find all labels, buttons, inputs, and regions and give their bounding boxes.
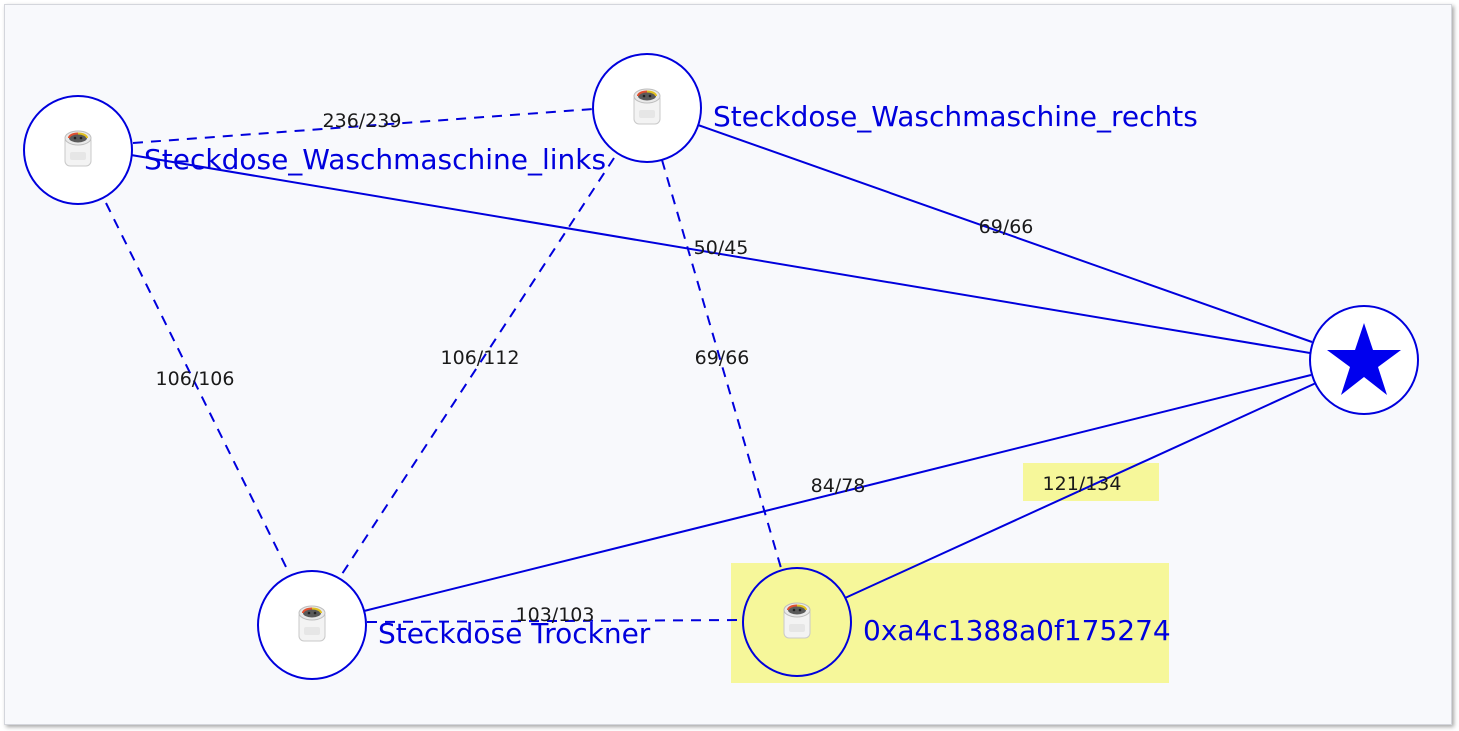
node-steckdose-waschmaschine-rechts[interactable]: Steckdose_Waschmaschine_rechts	[592, 53, 1198, 163]
smart-plug-icon	[783, 602, 811, 639]
smart-plug-icon	[298, 605, 326, 642]
node-coordinator[interactable]	[1309, 305, 1419, 415]
link-label-links-rechts: 236/239	[323, 110, 402, 132]
link-label-device-coordinator: 121/134	[1043, 473, 1122, 495]
node-label: Steckdose_Waschmaschine_links	[144, 143, 606, 176]
network-map-canvas[interactable]: 236/239 50/45 106/106 106/112 69/66 69/6…	[4, 4, 1452, 725]
link-label-trockner-coordinator: 84/78	[811, 475, 866, 497]
links-layer	[105, 108, 1317, 623]
smart-plug-icon	[64, 130, 92, 167]
star-icon	[1327, 323, 1401, 395]
link-rechts-trockner[interactable]	[341, 157, 615, 575]
link-links-trockner[interactable]	[105, 202, 290, 574]
smart-plug-icon	[633, 88, 661, 125]
node-label: Steckdose_Waschmaschine_rechts	[713, 100, 1198, 133]
link-links-rechts[interactable]	[132, 108, 594, 144]
link-device-coordinator[interactable]	[844, 382, 1317, 599]
link-label-rechts-coordinator: 69/66	[979, 216, 1034, 238]
node-device-0xa4c1388a0f175274[interactable]: 0xa4c1388a0f175274	[742, 567, 1171, 677]
link-label-trockner-device: 103/103	[516, 604, 595, 626]
link-label-rechts-device: 69/66	[695, 347, 750, 369]
link-links-coordinator[interactable]	[130, 154, 1311, 354]
link-labels-layer: 236/239 50/45 106/106 106/112 69/66 69/6…	[156, 110, 1122, 626]
link-trockner-coordinator[interactable]	[363, 374, 1312, 612]
node-label: Steckdose Trockner	[378, 617, 651, 650]
node-label: 0xa4c1388a0f175274	[863, 614, 1171, 647]
link-rechts-coordinator[interactable]	[697, 124, 1313, 343]
link-label-rechts-trockner: 106/112	[441, 347, 520, 369]
link-label-highlight-box	[1023, 463, 1159, 501]
network-map: 236/239 50/45 106/106 106/112 69/66 69/6…	[23, 53, 1419, 683]
link-label-links-trockner: 106/106	[156, 368, 235, 390]
node-steckdose-waschmaschine-links[interactable]: Steckdose_Waschmaschine_links	[23, 95, 606, 205]
link-trockner-device[interactable]	[366, 619, 744, 623]
link-label-links-coordinator: 50/45	[694, 237, 749, 259]
node-steckdose-trockner[interactable]: Steckdose Trockner	[257, 570, 651, 680]
